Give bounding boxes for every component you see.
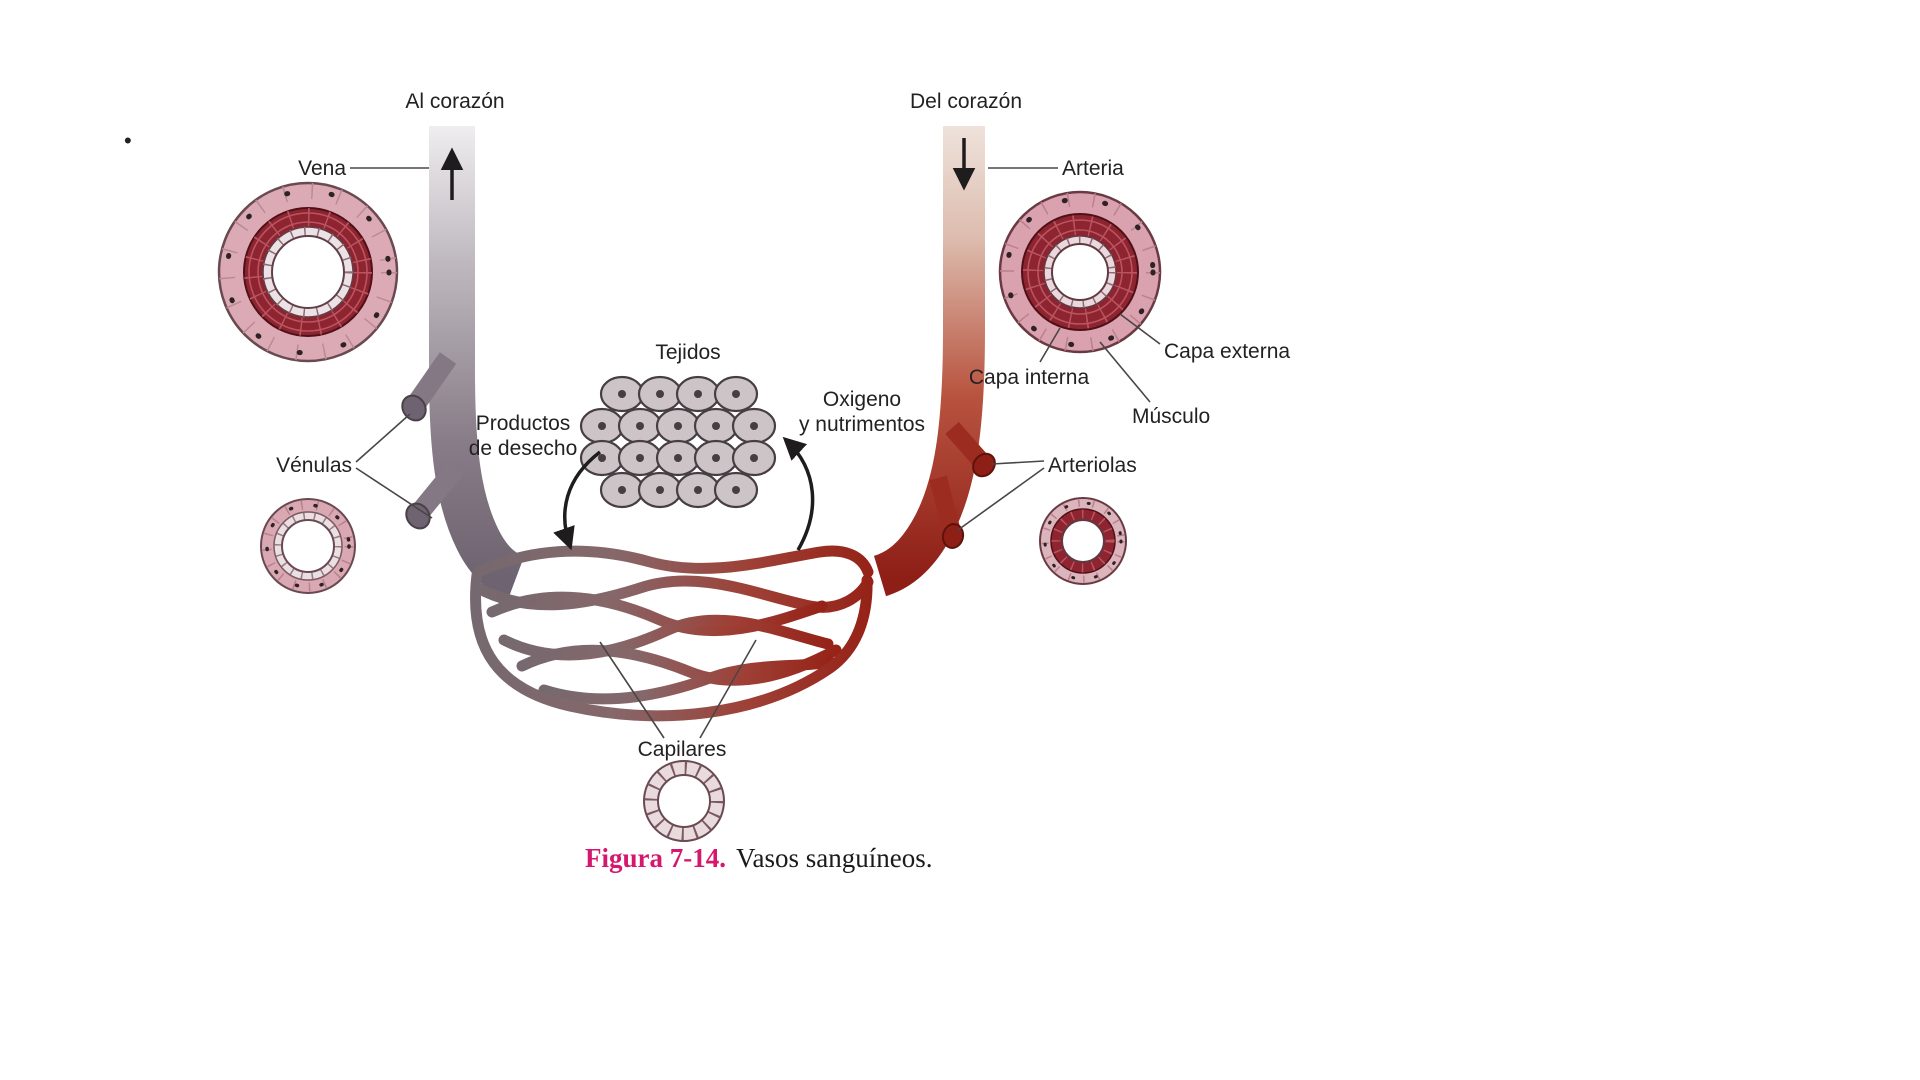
label-musculo: Músculo: [1132, 405, 1210, 428]
label-tejidos: Tejidos: [655, 341, 720, 364]
label-pointer-lines: [350, 167, 1161, 739]
cell-nuclei: [598, 390, 758, 494]
list-bullet: •: [124, 128, 132, 153]
label-capa-externa: Capa externa: [1164, 340, 1290, 363]
capillary-network: [470, 545, 874, 722]
label-arteriolas: Arteriolas: [1048, 454, 1137, 477]
label-capa-interna: Capa interna: [969, 366, 1090, 389]
vein-tube: [401, 126, 526, 600]
label-capilares: Capilares: [638, 738, 727, 761]
label-vena: Vena: [298, 157, 346, 180]
label-arteria: Arteria: [1062, 157, 1124, 180]
label-productos-line2: de desecho: [469, 437, 578, 460]
arteriole-cross-section: [1039, 497, 1127, 585]
label-venulas: Vénulas: [276, 454, 352, 477]
venule-branch-end: [405, 502, 431, 530]
venule-branch-end: [401, 394, 427, 422]
flow-arrows: [440, 138, 976, 551]
label-oxigeno-line1: Oxigeno: [823, 388, 901, 411]
label-from-heart: Del corazón: [910, 90, 1022, 113]
tissue-cells: [579, 375, 777, 509]
venule-cross-section: [260, 498, 356, 594]
figure-caption-number: Figura 7-14.: [585, 843, 726, 873]
capillary-cross-section: [643, 760, 725, 842]
oxygen-nutrients-arrow: [782, 436, 815, 551]
arteriole-branch-end: [972, 452, 996, 478]
figure-caption: Figura 7-14. Vasos sanguíneos.: [585, 843, 933, 874]
label-productos-line1: Productos: [476, 412, 571, 435]
waste-products-arrow: [553, 450, 602, 551]
artery-tube: [873, 126, 996, 597]
label-oxigeno-line2: y nutrimentos: [799, 413, 925, 436]
artery-cross-section: [998, 190, 1162, 354]
vein-cross-section: [217, 181, 399, 363]
label-to-heart: Al corazón: [405, 90, 504, 113]
figure-caption-text: Vasos sanguíneos.: [736, 843, 933, 873]
